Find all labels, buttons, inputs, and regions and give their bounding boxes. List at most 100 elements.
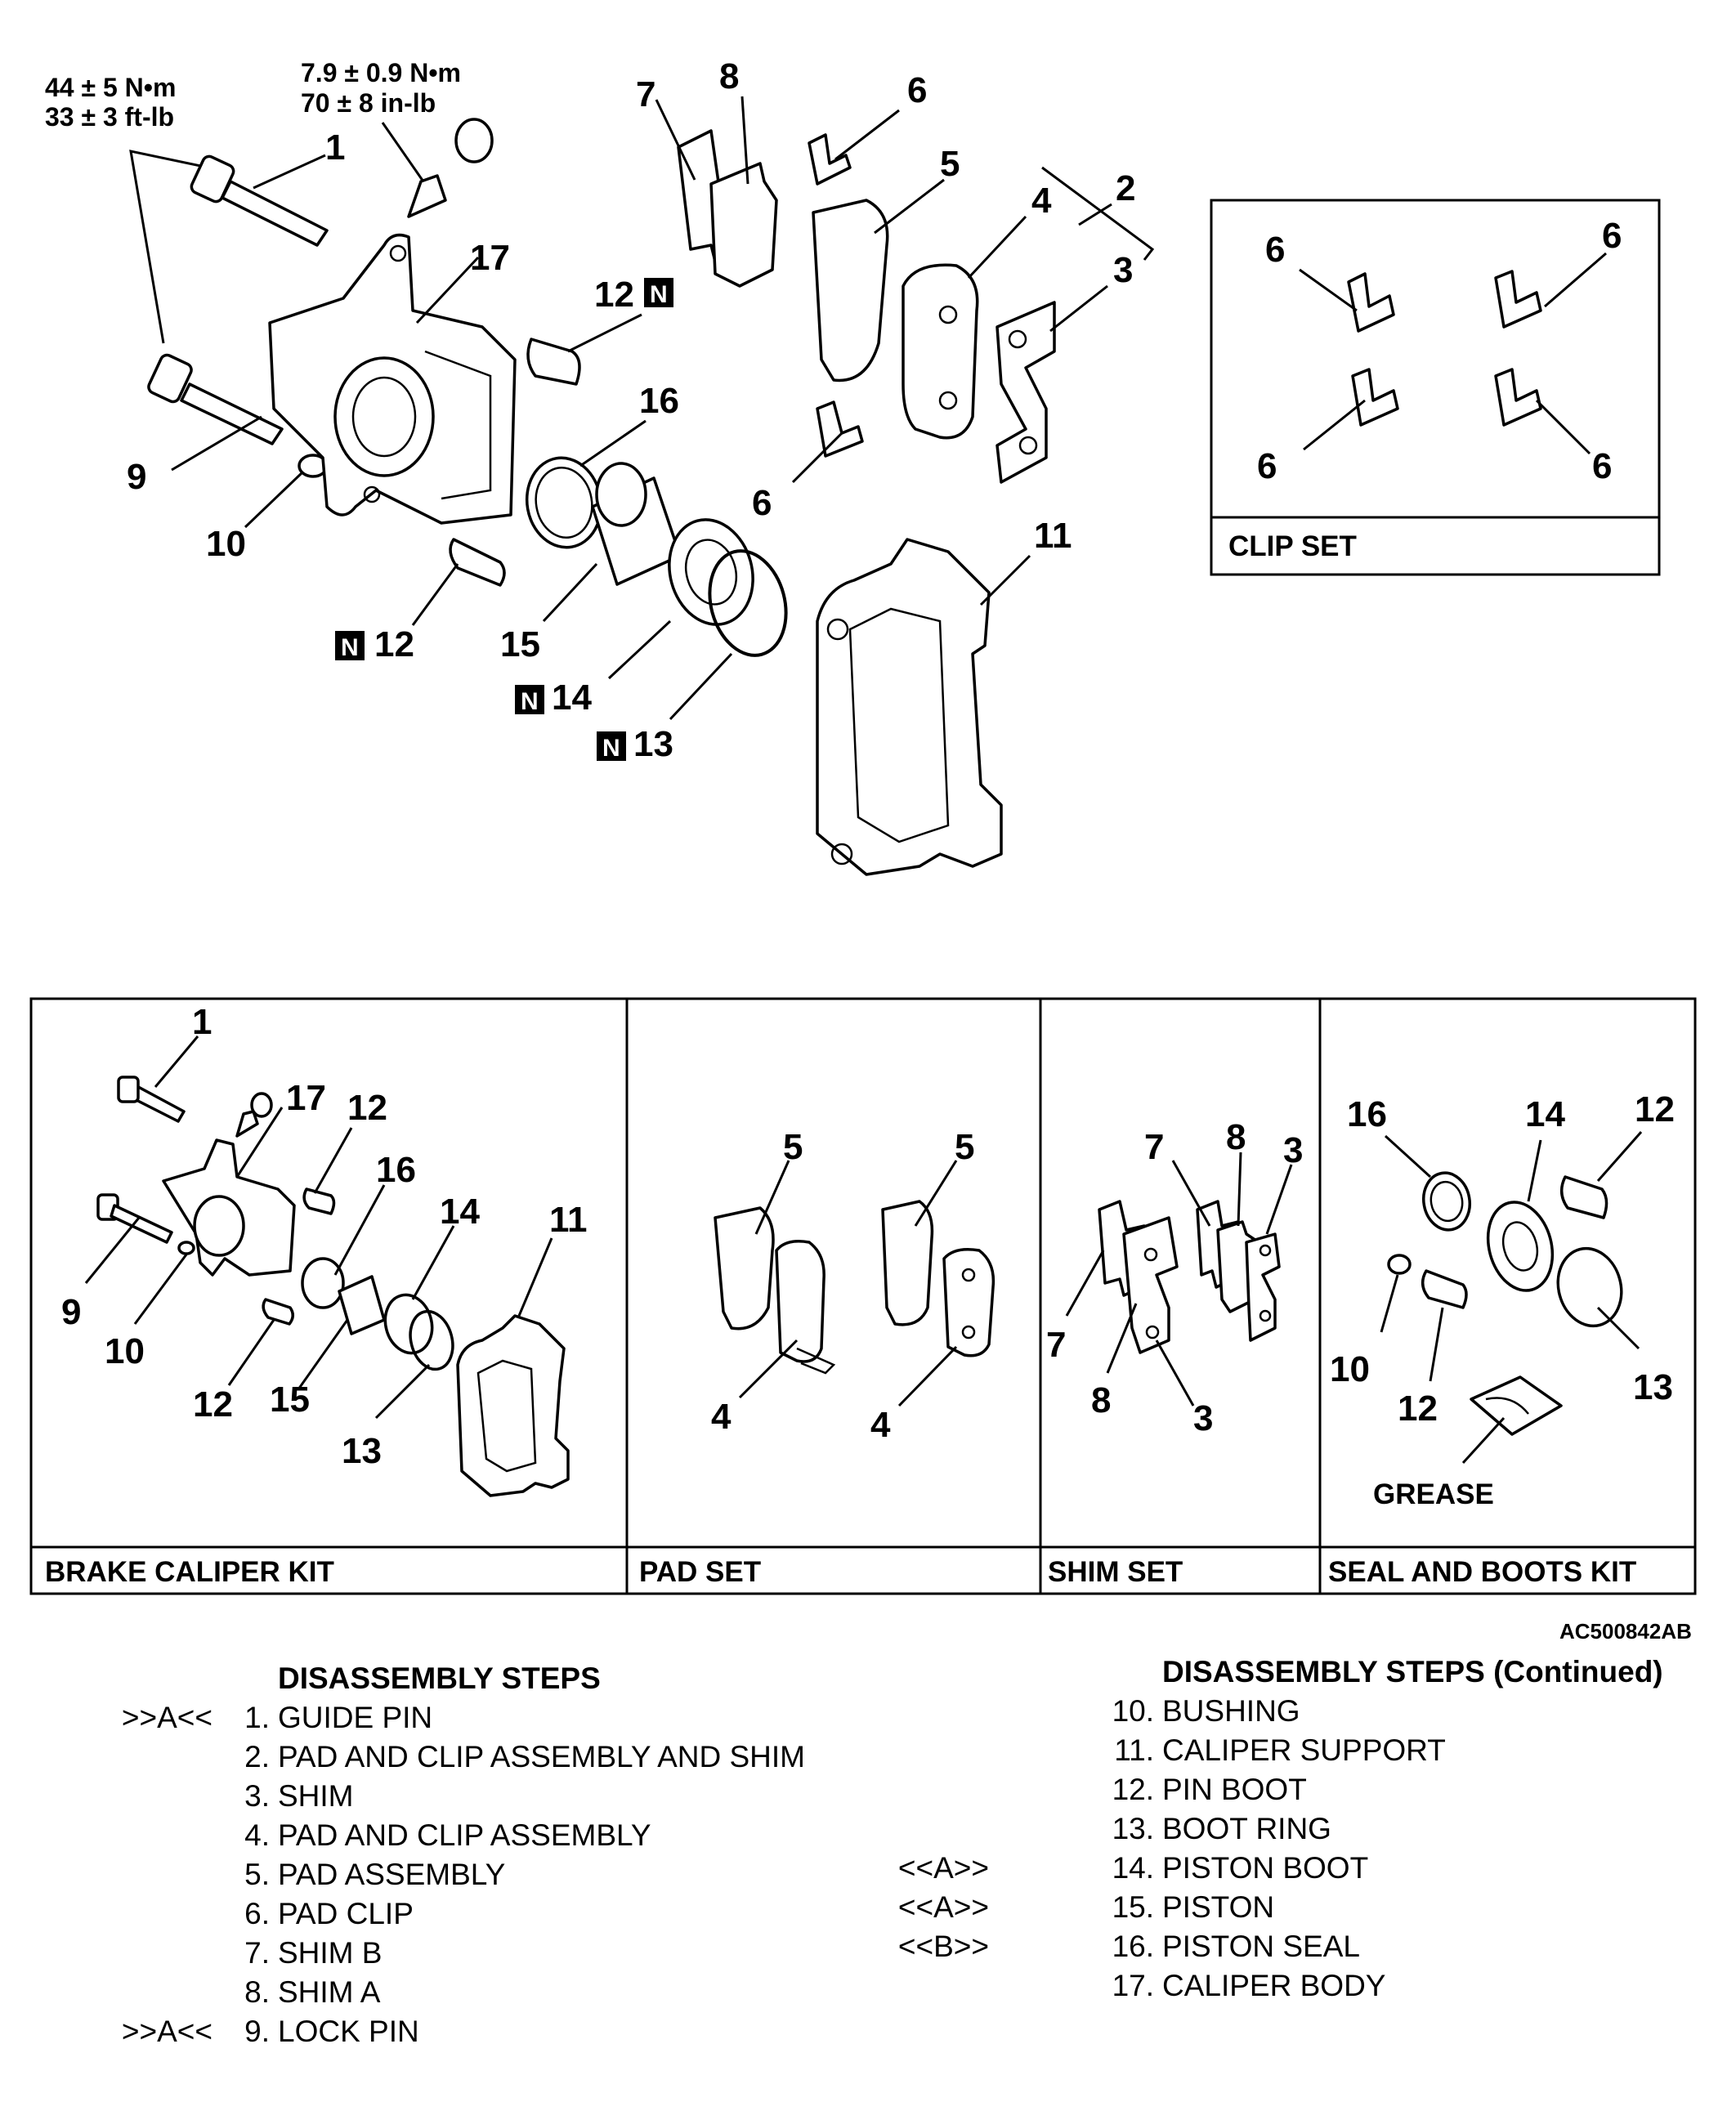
step-row: 2.PAD AND CLIP ASSEMBLY AND SHIM	[98, 1738, 883, 1777]
shim-set-callout-8-a: 8	[1226, 1117, 1246, 1157]
step-name: BOOT RING	[1162, 1812, 1331, 1845]
piston-drawing	[591, 462, 682, 586]
shim-set-callout-8-b: 8	[1091, 1380, 1111, 1420]
pad-clip-lower-drawing	[816, 400, 864, 458]
kit-callout-1: 1	[192, 1002, 212, 1042]
step-row: 10.BUSHING	[883, 1692, 1716, 1731]
pad-clip-upper-drawing	[808, 133, 852, 186]
piston-seal-drawing	[525, 456, 603, 549]
new-part-mark-12-lower	[335, 631, 365, 660]
shim-set-callout-3-b: 3	[1193, 1398, 1213, 1438]
step-name: PAD ASSEMBLY	[278, 1858, 506, 1891]
callout-7: 7	[636, 74, 655, 114]
boot-ring-drawing	[708, 549, 788, 657]
step-row: 12.PIN BOOT	[883, 1770, 1716, 1809]
step-row: 5.PAD ASSEMBLY	[98, 1855, 883, 1894]
step-name: CALIPER SUPPORT	[1162, 1733, 1446, 1767]
seal-kit-callout-16: 16	[1347, 1094, 1387, 1134]
clip-set-box: CLIP SET 6 6 6 6	[1210, 199, 1661, 576]
kits-table: BRAKE CALIPER KIT PAD SET SHIM SET SEAL …	[29, 997, 1697, 1595]
callout-15: 15	[500, 624, 540, 664]
guide-pin-torque-nm: 44 ± 5 N•m	[45, 73, 176, 102]
brake-caliper-kit-title: BRAKE CALIPER KIT	[45, 1556, 334, 1588]
step-mark: >>A<<	[121, 2015, 213, 2048]
step-number: 16.	[1112, 1930, 1154, 1963]
step-name: SHIM B	[278, 1936, 383, 1970]
step-row: >>A<<9.LOCK PIN	[98, 2012, 883, 2051]
clip-set-callout-6-c: 6	[1257, 446, 1277, 486]
step-number: 10.	[1112, 1694, 1154, 1728]
clip-set-callout-6-a: 6	[1265, 230, 1285, 270]
step-name: PISTON BOOT	[1162, 1851, 1369, 1885]
step-number: 2.	[244, 1740, 270, 1773]
pin-boot-upper-drawing	[526, 338, 581, 386]
step-number: 14.	[1112, 1851, 1154, 1885]
kit-callout-11: 11	[549, 1200, 588, 1240]
step-number: 1.	[244, 1701, 270, 1734]
step-row: >>A<<1.GUIDE PIN	[98, 1698, 883, 1738]
brake-caliper-kit-drawing: 1 17 12 16 14 11 9 10 12 15 13	[61, 1002, 588, 1497]
new-part-mark-13-letter: N	[602, 735, 620, 762]
new-part-mark-14	[515, 685, 544, 714]
step-name: PAD AND CLIP ASSEMBLY	[278, 1818, 651, 1852]
step-name: PISTON	[1162, 1890, 1275, 1924]
pad-set-callout-4-b: 4	[870, 1405, 891, 1445]
grease-label: GREASE	[1373, 1478, 1494, 1510]
bleeder-torque-inlb: 70 ± 8 in-lb	[301, 88, 436, 118]
lock-pin-drawing	[147, 353, 284, 445]
step-number: 12.	[1112, 1773, 1154, 1806]
step-row: 6.PAD CLIP	[98, 1894, 883, 1934]
seal-kit-callout-12-lower: 12	[1398, 1389, 1438, 1429]
kit-callout-12-upper: 12	[347, 1088, 387, 1128]
pad-and-clip-assembly-drawing	[902, 263, 979, 440]
pad-set-callout-5-a: 5	[783, 1127, 803, 1167]
callout-16: 16	[639, 381, 679, 421]
bleeder-torque-nm: 7.9 ± 0.9 N•m	[301, 58, 461, 87]
callout-8: 8	[719, 56, 739, 96]
piston-boot-drawing	[668, 518, 754, 626]
seal-kit-callout-12-upper: 12	[1635, 1089, 1675, 1129]
callout-3: 3	[1113, 250, 1133, 290]
step-row: <<A>>15.PISTON	[883, 1888, 1716, 1927]
step-number: 9.	[244, 2015, 270, 2048]
callout-1: 1	[325, 127, 345, 168]
new-part-mark-12-upper	[644, 278, 673, 307]
steps-continued-title: DISASSEMBLY STEPS (Continued)	[1162, 1655, 1663, 1688]
step-mark: <<A>>	[897, 1851, 989, 1885]
shim-set-callout-3-a: 3	[1283, 1130, 1303, 1170]
callout-12-lower: 12	[374, 624, 414, 664]
step-number: 17.	[1112, 1969, 1154, 2002]
step-name: CALIPER BODY	[1162, 1969, 1386, 2002]
step-row: 11.CALIPER SUPPORT	[883, 1731, 1716, 1770]
clip-set-title: CLIP SET	[1228, 530, 1357, 562]
pad-set-drawing: 5 5 4 4	[711, 1127, 996, 1445]
kit-callout-13: 13	[342, 1431, 382, 1471]
step-name: PAD AND CLIP ASSEMBLY AND SHIM	[278, 1740, 805, 1773]
step-number: 6.	[244, 1897, 270, 1930]
step-number: 3.	[244, 1779, 270, 1813]
seal-and-boots-kit-title: SEAL AND BOOTS KIT	[1328, 1556, 1636, 1588]
callout-6-upper: 6	[907, 70, 927, 110]
new-part-mark-14-letter: N	[521, 688, 539, 715]
step-name: GUIDE PIN	[278, 1701, 433, 1734]
pad-set-title: PAD SET	[639, 1556, 761, 1588]
shim-set-callout-7-a: 7	[1144, 1127, 1164, 1167]
callout-4: 4	[1031, 181, 1052, 221]
shim-set-drawing: 7 8 3 7 8 3	[1046, 1117, 1303, 1438]
step-name: SHIM A	[278, 1975, 381, 2009]
callout-11: 11	[1034, 516, 1072, 556]
step-number: 11.	[1114, 1733, 1154, 1767]
step-name: PIN BOOT	[1162, 1773, 1307, 1806]
callout-6-lower: 6	[752, 483, 772, 523]
callout-10: 10	[206, 524, 246, 564]
step-mark: <<B>>	[897, 1930, 989, 1963]
shim-set-callout-7-b: 7	[1046, 1325, 1066, 1365]
kit-callout-9: 9	[61, 1292, 81, 1332]
step-name: BUSHING	[1162, 1694, 1300, 1728]
step-number: 7.	[244, 1936, 270, 1970]
kit-callout-17: 17	[286, 1078, 326, 1118]
figure-code: AC500842AB	[1559, 1619, 1692, 1644]
